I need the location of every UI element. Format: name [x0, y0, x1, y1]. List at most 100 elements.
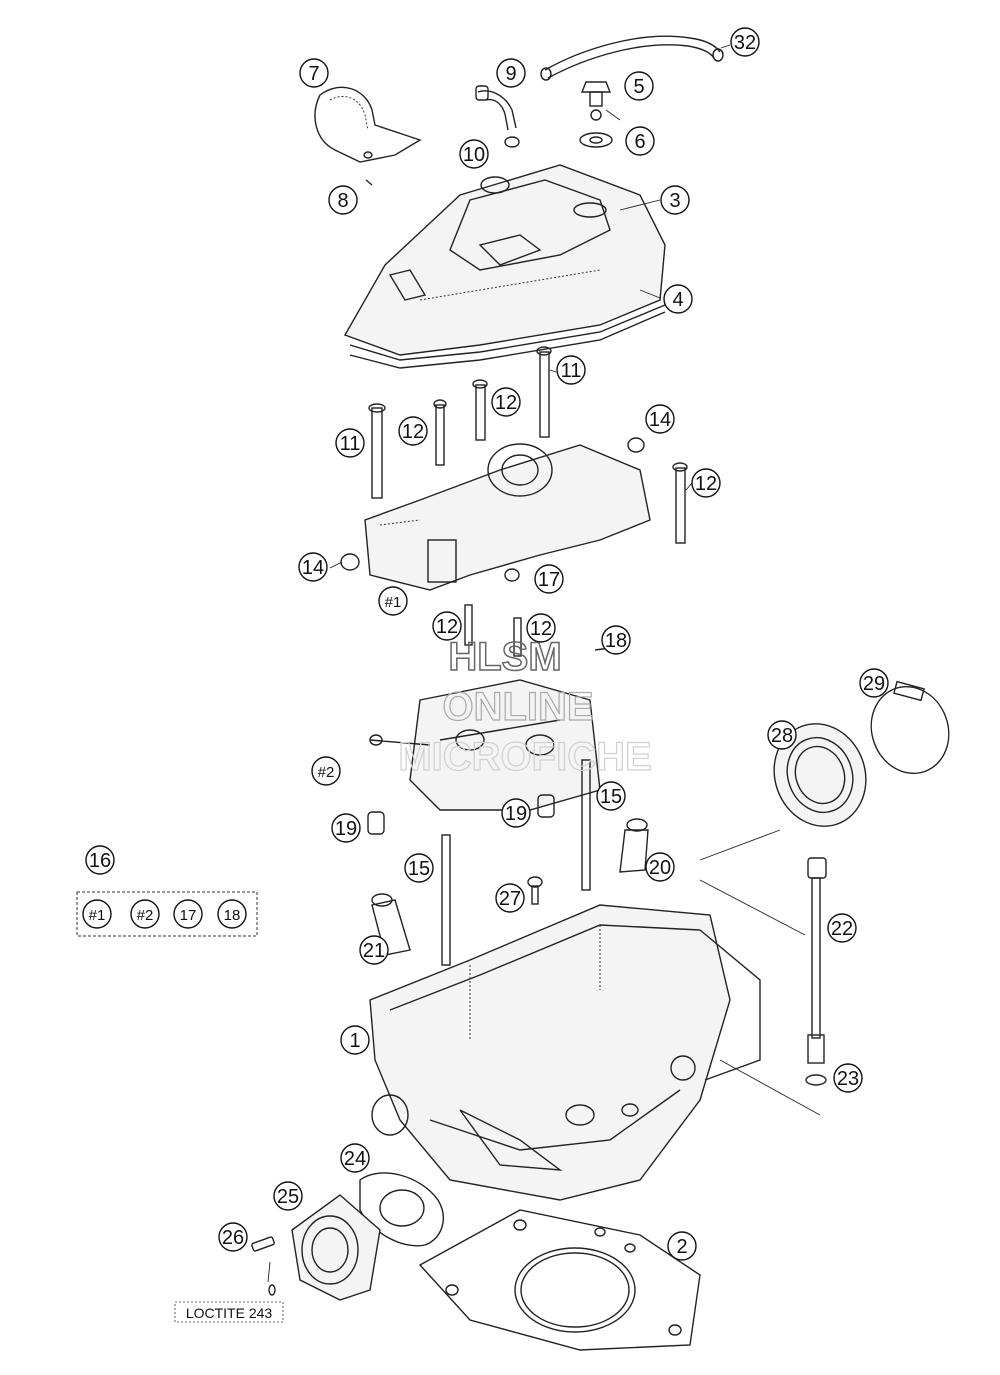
- valve-cover-part: [343, 164, 666, 369]
- callout-8: 8: [328, 185, 358, 215]
- callout-label: 15: [408, 858, 430, 880]
- screw-27-part: [527, 876, 543, 905]
- callout-12-mid-left: 12: [432, 611, 462, 641]
- callout-14-right: 14: [645, 404, 675, 434]
- cam-bridge-part: [340, 437, 651, 591]
- callout-12-left: 12: [398, 416, 428, 446]
- callout-label: 12: [436, 616, 458, 638]
- hose-fitting-part: [475, 85, 520, 148]
- callout-label: 12: [495, 392, 517, 414]
- callout-4: 4: [663, 284, 693, 314]
- callout-12-top: 12: [491, 387, 521, 417]
- intake-flange-part: [773, 680, 950, 827]
- callout-25: 25: [273, 1181, 303, 1211]
- callout-24: 24: [340, 1143, 370, 1173]
- callout-label: 8: [337, 190, 348, 212]
- callout-6: 6: [625, 126, 655, 156]
- callout-23: 23: [833, 1063, 863, 1093]
- callout-label: 11: [561, 360, 582, 382]
- kit-item-label: 17: [180, 907, 197, 924]
- callout-label: #1: [385, 594, 402, 611]
- cylinder-head-part: [369, 904, 761, 1201]
- callout-5: 5: [624, 71, 654, 101]
- kit-label: 16: [89, 850, 111, 872]
- callout-label: 32: [734, 32, 756, 54]
- exhaust-flange-part: [251, 1194, 381, 1301]
- callout-2: 2: [667, 1231, 697, 1261]
- callout-label: 27: [499, 888, 521, 910]
- callout-label: 12: [695, 473, 717, 495]
- callout-label: 28: [771, 725, 793, 747]
- watermark-line-3: MICROFICHE: [398, 735, 651, 779]
- vent-hose-part: [540, 35, 724, 81]
- callout-1: 1: [340, 1025, 370, 1055]
- callout-21: 21: [359, 935, 389, 965]
- callout-label: #2: [318, 764, 335, 781]
- callout-label: 21: [363, 940, 385, 962]
- kit-box: 16 #1 #2 17 18: [76, 845, 258, 937]
- callout-26: 26: [218, 1222, 248, 1252]
- stud-22-23-parts: [805, 857, 827, 1086]
- callout-label: 1: [349, 1030, 360, 1052]
- callout-label: 20: [649, 857, 671, 879]
- callout-29: 29: [859, 668, 889, 698]
- callout-label: 3: [669, 190, 680, 212]
- callout-label: 10: [463, 144, 485, 166]
- stud-parts: [441, 759, 591, 966]
- callout-19-right: 19: [501, 798, 531, 828]
- callout-sub-2: #2: [311, 756, 341, 786]
- callout-label: 26: [222, 1227, 244, 1249]
- callout-label: 12: [402, 421, 424, 443]
- screw-washer-part: [579, 81, 613, 148]
- bolt-parts-upper: [368, 346, 688, 544]
- callout-12-mid-right: 12: [526, 613, 556, 643]
- callout-label: 19: [505, 803, 527, 825]
- callout-27: 27: [495, 883, 525, 913]
- callout-label: 7: [308, 63, 319, 85]
- sleeve-parts: [367, 794, 555, 835]
- callout-15-left: 15: [404, 853, 434, 883]
- callout-9: 9: [496, 58, 526, 88]
- bracket-part: [314, 86, 422, 186]
- callout-14-left: 14: [298, 552, 328, 582]
- callout-19-left: 19: [331, 813, 361, 843]
- loctite-note: LOCTITE 243: [174, 1301, 284, 1323]
- kit-item-label: #1: [89, 907, 106, 924]
- callout-label: 18: [605, 630, 627, 652]
- callout-18: 18: [601, 625, 631, 655]
- callout-label: 22: [831, 918, 853, 940]
- callout-label: 5: [633, 76, 644, 98]
- callout-label: 29: [863, 673, 885, 695]
- callout-label: 14: [649, 409, 671, 431]
- callout-11-left: 11: [335, 428, 365, 458]
- callout-label: 12: [530, 618, 552, 640]
- callout-label: 25: [277, 1186, 299, 1208]
- callout-label: 2: [676, 1236, 687, 1258]
- callout-label: 19: [335, 818, 357, 840]
- leader-lines: [267, 44, 821, 1283]
- callout-label: 17: [538, 569, 560, 591]
- callout-label: 24: [344, 1148, 366, 1170]
- callout-sub-1: #1: [378, 586, 408, 616]
- callout-17: 17: [534, 564, 564, 594]
- callout-3: 3: [660, 185, 690, 215]
- kit-item-label: 18: [224, 907, 241, 924]
- callout-28: 28: [767, 720, 797, 750]
- callout-11-right: 11: [556, 355, 586, 385]
- head-gasket-part: [418, 1209, 701, 1351]
- callout-7: 7: [299, 58, 329, 88]
- callout-label: 6: [634, 131, 645, 153]
- callout-label: 11: [340, 433, 361, 455]
- callout-22: 22: [827, 913, 857, 943]
- callout-label: 15: [600, 786, 622, 808]
- callout-20: 20: [645, 852, 675, 882]
- callout-32: 32: [730, 27, 760, 57]
- rocker-area-part: [369, 604, 611, 811]
- callout-label: 14: [302, 557, 324, 579]
- callout-10: 10: [459, 139, 489, 169]
- callout-12-right: 12: [691, 468, 721, 498]
- callout-15-right: 15: [596, 781, 626, 811]
- callout-label: 9: [505, 63, 516, 85]
- loctite-label: LOCTITE 243: [186, 1305, 273, 1321]
